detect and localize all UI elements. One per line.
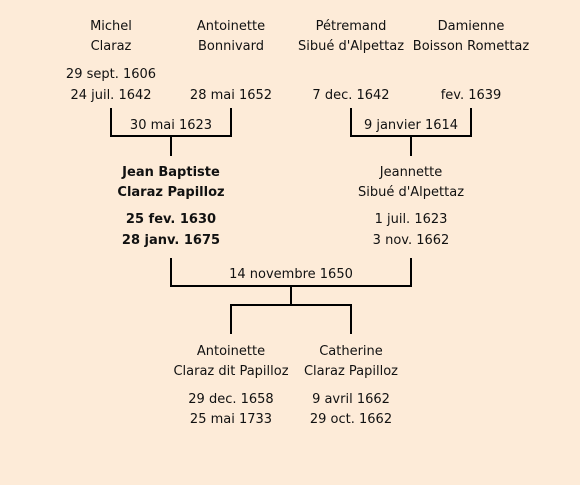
person-last-name: Claraz Papilloz	[303, 364, 398, 379]
marriage-date-claraz-bonnivard: 30 mai 1623	[129, 118, 213, 133]
person-last-name: Boisson Romettaz	[412, 39, 530, 54]
person-last-name: Bonnivard	[198, 39, 264, 54]
person-death-date: 25 mai 1733	[189, 412, 273, 427]
person-first-name: Jean Baptiste	[122, 165, 220, 180]
person-first-name: Antoinette	[196, 19, 266, 34]
marriage-date-claraz-sibue: 14 novembre 1650	[229, 267, 353, 282]
person-first-name: Damienne	[437, 19, 505, 34]
person-first-name: Michel	[90, 19, 132, 34]
person-first-name: Jeannette	[379, 165, 443, 180]
person-death-date: 28 mai 1652	[189, 88, 273, 103]
person-last-name: Claraz Papilloz	[117, 185, 225, 200]
person-last-name: Sibué d'Alpettaz	[357, 185, 465, 200]
person-last-name: Claraz	[90, 39, 132, 54]
person-first-name: Pétremand	[315, 19, 387, 34]
person-last-name: Sibué d'Alpettaz	[297, 39, 405, 54]
sibling-bracket	[230, 304, 352, 334]
person-death-date: 29 oct. 1662	[309, 412, 393, 427]
person-death-date: fev. 1639	[440, 88, 502, 103]
person-birth-date: 29 dec. 1658	[188, 392, 274, 407]
person-birth-date: 9 avril 1662	[312, 392, 390, 407]
person-death-date: 3 nov. 1662	[372, 233, 450, 248]
person-first-name: Catherine	[319, 344, 383, 359]
person-birth-date: 29 sept. 1606	[65, 67, 157, 82]
person-birth-date: 25 fev. 1630	[125, 212, 217, 227]
person-death-date: 24 juil. 1642	[70, 88, 152, 103]
person-death-date: 28 janv. 1675	[121, 233, 221, 248]
person-death-date: 7 dec. 1642	[312, 88, 390, 103]
person-last-name: Claraz dit Papilloz	[173, 364, 289, 379]
person-birth-date: 1 juil. 1623	[374, 212, 448, 227]
person-first-name: Antoinette	[196, 344, 266, 359]
marriage-date-sibue-boisson: 9 janvier 1614	[363, 118, 459, 133]
